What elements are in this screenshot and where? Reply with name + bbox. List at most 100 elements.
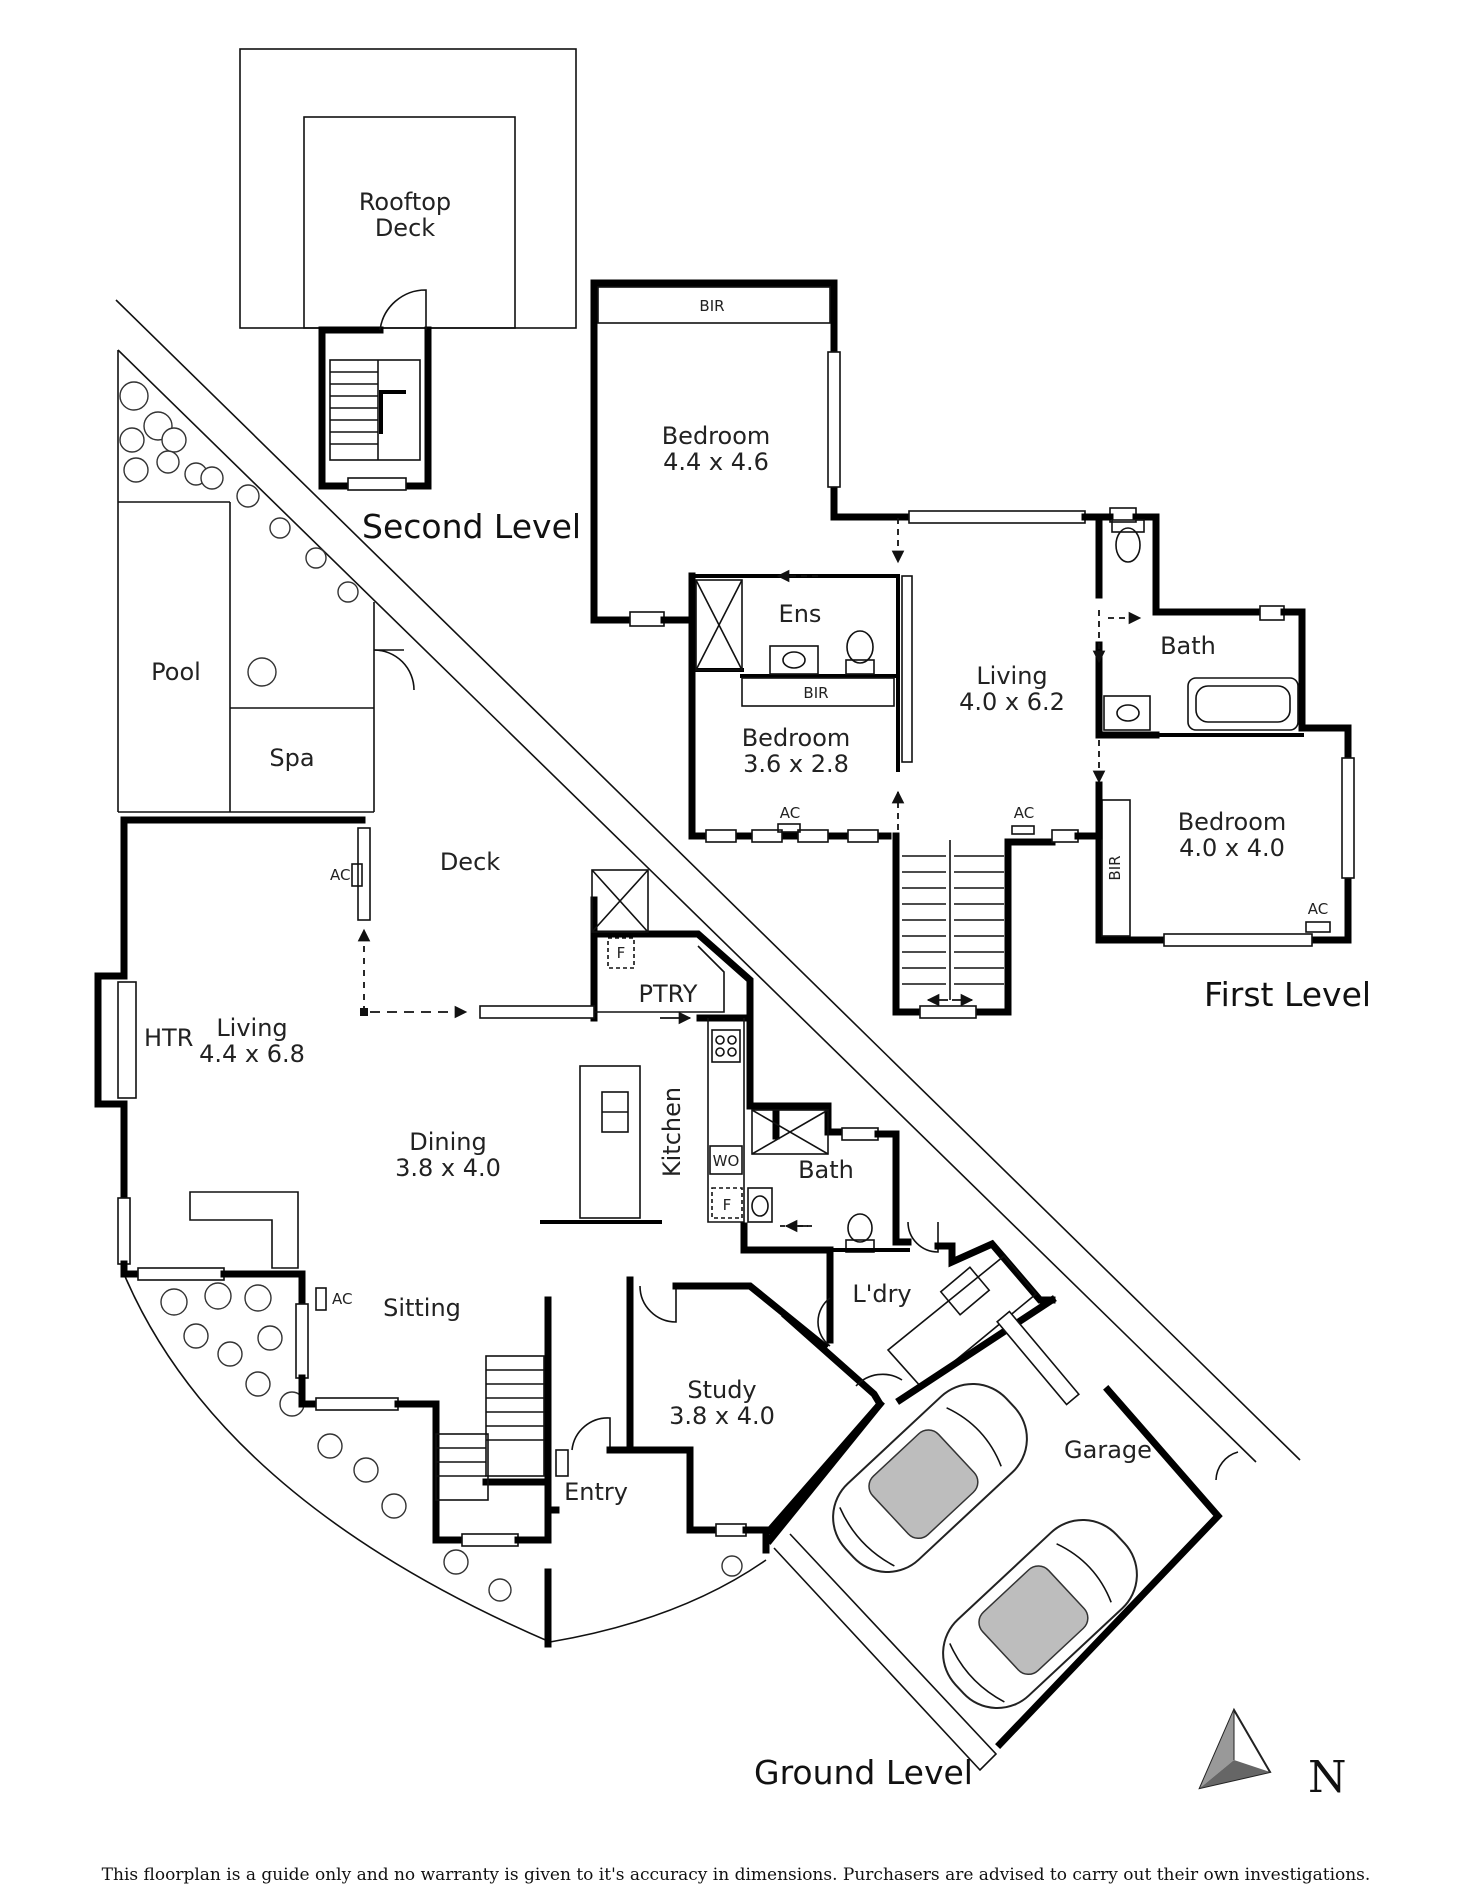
first-living-size: 4.0 x 6.2 xyxy=(959,688,1065,716)
bedroom-main-size: 4.4 x 4.6 xyxy=(663,448,769,476)
rooftop-deck-label-2: Deck xyxy=(375,214,435,242)
deck-label: Deck xyxy=(440,848,500,876)
bedroom-main-window xyxy=(827,351,841,488)
wall-oven xyxy=(709,1145,743,1175)
garage-door-panel xyxy=(773,1533,998,1772)
living-partition xyxy=(901,575,913,763)
bedroom-3-name: Bedroom xyxy=(1178,808,1287,836)
study-name: Study xyxy=(687,1376,756,1404)
pantry-fridge-label: F xyxy=(617,944,626,962)
rooftop-deck-label-1: Rooftop xyxy=(359,188,451,216)
bedroom-main-step xyxy=(830,483,913,521)
kitchen-label: Kitchen xyxy=(658,1087,686,1177)
ground-bath-toilet xyxy=(847,1213,873,1243)
boundary-line-1 xyxy=(115,299,1301,1461)
first-level: BIR Bedroom 4.4 x 4.6 Bath BIR Bedroom 4… xyxy=(590,279,1371,1019)
kitchen-bench xyxy=(707,1018,745,1223)
ac-unit-3 xyxy=(1305,921,1331,933)
ac-label-3: AC xyxy=(1308,900,1328,918)
dining-name: Dining xyxy=(409,1128,486,1156)
bedroom-3-size: 4.0 x 4.0 xyxy=(1179,834,1285,862)
ground-level-stairs xyxy=(435,1355,545,1501)
pantry-walls xyxy=(590,896,754,1040)
ens-vanity xyxy=(769,645,819,675)
bedroom-main-walls xyxy=(590,279,838,624)
garage-right-walls xyxy=(995,1385,1223,1749)
laundry-door-swing xyxy=(907,1221,939,1253)
ac-label-2: AC xyxy=(1014,804,1034,822)
entry-door-swing xyxy=(571,1417,611,1451)
spa-label: Spa xyxy=(269,744,314,772)
living-top-window xyxy=(908,510,1086,524)
ground-ac-label-1: AC xyxy=(330,866,350,884)
laundry-tub xyxy=(939,1266,991,1316)
bir-side-label: BIR xyxy=(1106,855,1124,880)
compass-icon xyxy=(1198,1707,1272,1790)
bedroom-3-window-bottom xyxy=(1163,933,1313,947)
wc-toilet xyxy=(1115,527,1141,563)
stair-window xyxy=(347,477,407,491)
dining-size: 3.8 x 4.0 xyxy=(395,1154,501,1182)
first-stair-walls xyxy=(892,832,1012,1016)
garage-label: Garage xyxy=(1064,1436,1152,1464)
stair-enclosure-walls xyxy=(318,326,432,490)
second-level-title: Second Level xyxy=(362,507,581,546)
compass-north-label: N xyxy=(1308,1752,1347,1803)
living-outer-walls xyxy=(94,816,366,1208)
bedroom-2-name: Bedroom xyxy=(742,724,851,752)
second-level: Rooftop Deck Second Level xyxy=(239,48,581,546)
garden-trees xyxy=(119,381,743,1602)
ens-toilet xyxy=(846,630,874,664)
first-level-title: First Level xyxy=(1204,975,1371,1014)
entry-label: Entry xyxy=(564,1478,628,1506)
car-2 xyxy=(942,1518,1138,1710)
laundry-fridge xyxy=(711,1187,743,1219)
bath-vanity xyxy=(1103,695,1151,731)
first-bath-label: Bath xyxy=(1160,632,1216,660)
living-window-top xyxy=(357,827,371,921)
heater-box xyxy=(117,981,137,1099)
ground-bath-shower xyxy=(751,1109,829,1155)
bir-ens-label: BIR xyxy=(803,684,828,702)
first-stair-window xyxy=(919,1005,977,1019)
pool-gate-swing xyxy=(373,649,415,691)
boundary-line-2 xyxy=(117,349,1257,1463)
ground-living-size: 4.4 x 6.8 xyxy=(199,1040,305,1068)
laundry-bench xyxy=(886,1254,1038,1390)
second-level-stairs xyxy=(329,359,421,461)
first-level-stairs xyxy=(902,840,1004,1000)
bir-top-label: BIR xyxy=(699,297,724,315)
bedroom-main-name: Bedroom xyxy=(662,422,771,450)
ground-level: Pool Spa HTR xyxy=(94,299,1301,1792)
bedroom-3-walls xyxy=(1095,608,1352,944)
ground-bath-vanity xyxy=(747,1187,773,1223)
bedroom-main-window-2 xyxy=(629,611,665,627)
rooftop-deck-inner xyxy=(303,116,516,329)
pool-label: Pool xyxy=(151,658,201,686)
garage-window xyxy=(996,1310,1080,1406)
study-size: 3.8 x 4.0 xyxy=(669,1402,775,1430)
bir-side xyxy=(1101,799,1131,937)
htr-label: HTR xyxy=(144,1024,193,1052)
car-1 xyxy=(832,1382,1028,1574)
wo-label: WO xyxy=(713,1152,740,1170)
bathtub xyxy=(1187,677,1299,731)
ens-shower xyxy=(695,579,743,671)
sitting-couch xyxy=(189,1191,299,1269)
bedroom-2-size: 3.6 x 2.8 xyxy=(743,750,849,778)
sitting-label: Sitting xyxy=(383,1294,461,1322)
laundry-fridge-label: F xyxy=(723,1196,732,1214)
bedroom-3-window-right xyxy=(1341,757,1355,879)
ac-unit-1 xyxy=(777,823,801,833)
ground-level-title: Ground Level xyxy=(754,1753,973,1792)
ground-living-name: Living xyxy=(216,1014,287,1042)
ground-bath-label: Bath xyxy=(798,1156,854,1184)
dining-door-window xyxy=(479,1005,595,1019)
kitchen-island xyxy=(579,1065,641,1219)
bath-window xyxy=(1259,605,1285,621)
first-living-name: Living xyxy=(976,662,1047,690)
ac-unit-2 xyxy=(1011,825,1035,835)
disclaimer: This floorplan is a guide only and no wa… xyxy=(102,1865,1371,1885)
ptry-label: PTRY xyxy=(639,980,698,1008)
